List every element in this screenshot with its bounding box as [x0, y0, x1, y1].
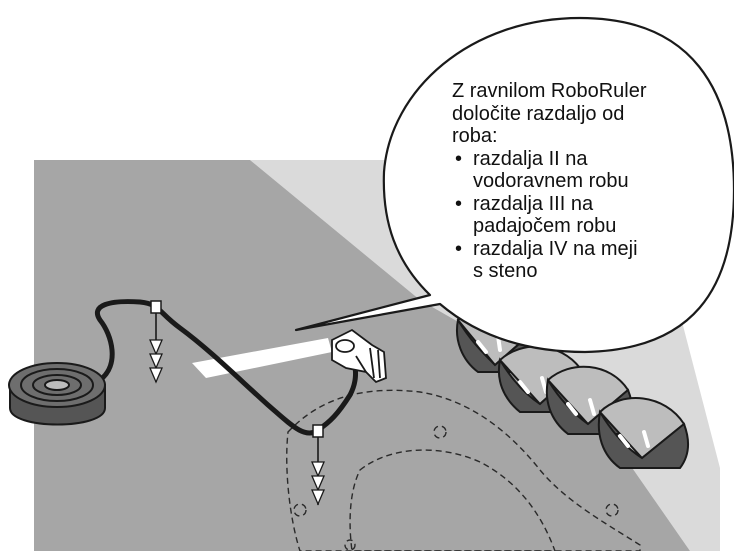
callout-text: Z ravnilom RoboRuler določite razdaljo o…	[452, 80, 712, 283]
wire-connector	[331, 328, 387, 384]
edge-stone	[597, 397, 690, 469]
distance-item-line: vodoravnem robu	[473, 170, 629, 192]
distance-item-line: padajočem robu	[473, 215, 617, 237]
wire-peg	[149, 300, 163, 384]
callout-intro-line: Z ravnilom RoboRuler	[452, 80, 647, 102]
distance-item-line: razdalja III na	[473, 192, 594, 215]
callout-intro-line: roba:	[452, 125, 498, 147]
distance-item-line: razdalja IV na meji	[473, 237, 638, 260]
boundary-wire	[56, 299, 359, 436]
mower-outline-dashed	[286, 389, 641, 551]
wire-spool	[8, 362, 106, 426]
distance-item-line: razdalja II na	[473, 147, 588, 170]
distance-item-line: s steno	[473, 260, 538, 282]
callout-intro-line: določite razdaljo od	[452, 102, 625, 125]
wire-peg	[311, 424, 325, 506]
